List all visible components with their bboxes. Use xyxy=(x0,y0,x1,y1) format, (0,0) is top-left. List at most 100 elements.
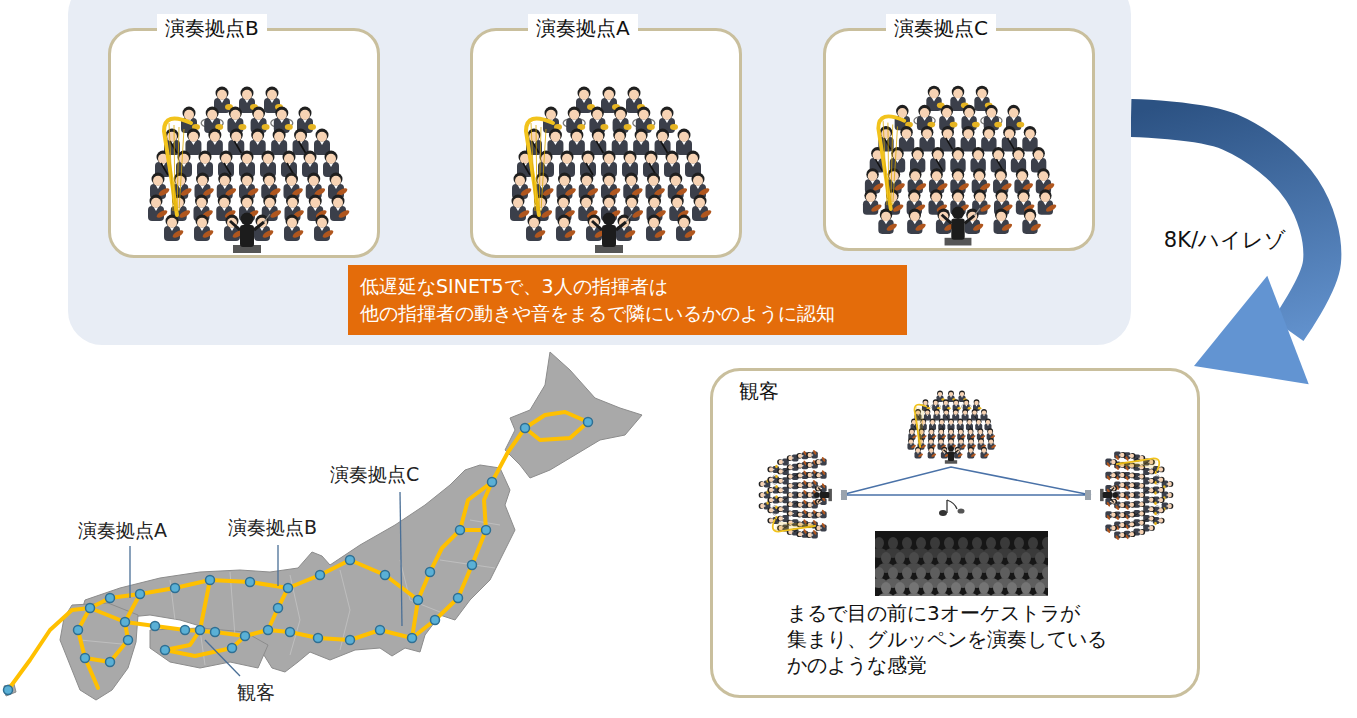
network-line xyxy=(90,580,288,608)
musician-hair xyxy=(1149,459,1155,465)
musician-hair xyxy=(777,469,783,475)
musician xyxy=(271,129,287,156)
musician-face xyxy=(333,198,343,208)
network-dot xyxy=(454,594,463,603)
conductor-body xyxy=(951,219,964,240)
baton xyxy=(958,447,961,451)
leader-line xyxy=(400,492,402,626)
musician-face xyxy=(559,198,569,208)
harp-string xyxy=(891,125,893,206)
audience-head xyxy=(944,537,954,549)
musician-hair xyxy=(787,483,793,489)
note-head xyxy=(958,508,965,513)
musician-hair xyxy=(540,151,553,164)
musician-hair xyxy=(787,474,793,480)
musician-hair xyxy=(309,195,322,208)
harp-frame xyxy=(526,119,553,216)
musician-face xyxy=(305,154,315,164)
musician-hair xyxy=(909,428,915,434)
harp-string xyxy=(1119,462,1157,463)
musician-hair xyxy=(568,107,581,120)
musician-face xyxy=(546,110,556,120)
musician-face xyxy=(798,473,802,477)
musician-face xyxy=(972,410,976,414)
string-instrument xyxy=(979,203,991,213)
honshu-island xyxy=(82,465,515,672)
musician-face xyxy=(1130,503,1134,507)
musician-face xyxy=(982,448,986,452)
wind-instrument xyxy=(913,424,916,429)
musician-hair xyxy=(909,209,921,221)
musician-face xyxy=(153,176,163,186)
musician xyxy=(228,129,244,156)
musician-hair xyxy=(283,151,296,164)
musician xyxy=(330,195,350,222)
musician-face xyxy=(221,154,231,164)
musician-hair xyxy=(678,215,691,228)
musician-face xyxy=(529,218,539,228)
wind-instrument xyxy=(1008,138,1015,150)
brass-instrument xyxy=(600,124,608,130)
musician-hair xyxy=(196,215,209,228)
musician-face xyxy=(953,150,963,160)
musician-face xyxy=(929,430,933,434)
brass-instrument xyxy=(262,124,270,130)
wind-instrument xyxy=(661,141,668,153)
harp xyxy=(1117,458,1159,470)
musician-face xyxy=(1120,523,1124,527)
photo-ground xyxy=(875,531,1048,596)
harp-string xyxy=(1119,465,1155,467)
musician-face xyxy=(1139,493,1143,497)
musician-face xyxy=(288,198,298,208)
baton xyxy=(264,214,270,222)
musician-hair xyxy=(880,126,892,138)
musician-hair xyxy=(777,516,783,522)
edge-group xyxy=(1131,118,1322,384)
musician-hair xyxy=(777,487,783,493)
musician xyxy=(579,173,599,200)
site-box: 演奏拠点C xyxy=(823,28,1095,251)
musician-hair xyxy=(635,129,648,142)
musician-face xyxy=(935,410,939,414)
wind-instrument xyxy=(783,526,788,529)
note-stem xyxy=(946,500,947,513)
musician-hair xyxy=(183,107,196,120)
string-instrument xyxy=(972,222,984,232)
musician-hair xyxy=(962,126,974,138)
musician-hair xyxy=(1037,168,1049,180)
musician-face xyxy=(769,488,773,492)
audience-head xyxy=(916,537,926,549)
harp xyxy=(878,116,904,209)
musician-face xyxy=(572,132,582,142)
musician-hair xyxy=(767,497,773,503)
musician xyxy=(1038,189,1058,214)
audience-box: 観客まるで目の前に3オーケストラが 集まり、グルッペンを演奏している かのような… xyxy=(710,368,1200,698)
musician-face xyxy=(1005,129,1015,139)
musician-face xyxy=(309,176,319,186)
string-instrument xyxy=(1106,475,1111,481)
musician-hair xyxy=(767,487,773,493)
musician xyxy=(1022,126,1037,151)
box-heading: 演奏拠点B xyxy=(157,14,267,42)
wind-instrument xyxy=(783,469,788,472)
audience-head xyxy=(1000,537,1010,549)
illustration xyxy=(473,31,745,261)
musician-face xyxy=(910,171,920,181)
musician xyxy=(797,499,809,508)
musician xyxy=(952,409,959,421)
musician-face xyxy=(958,420,962,424)
string-instrument xyxy=(700,209,713,220)
brass-instrument xyxy=(624,124,632,130)
musician-hair xyxy=(958,428,964,434)
musician xyxy=(1105,524,1117,533)
broadcast-arrow xyxy=(1131,118,1322,384)
audience-head xyxy=(909,552,919,564)
brass-instrument xyxy=(1154,522,1157,526)
musician-face xyxy=(1009,108,1019,118)
musician-hair xyxy=(787,511,793,517)
leader-line xyxy=(205,640,240,676)
musician-hair xyxy=(777,459,783,465)
musician-hair xyxy=(787,464,793,470)
musician-hair xyxy=(1120,452,1126,458)
musician-hair xyxy=(797,473,803,479)
